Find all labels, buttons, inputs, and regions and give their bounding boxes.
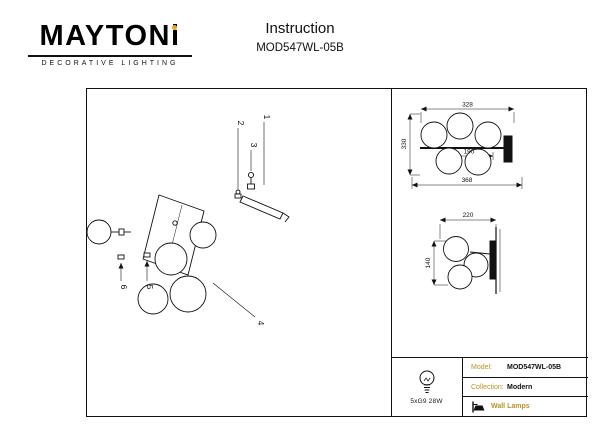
spec-rows: Model: MOD547WL-05B Collection: Modern W…	[463, 358, 588, 416]
bulb-spec: 5xG9 28W	[410, 398, 443, 405]
spec-row-model: Model: MOD547WL-05B	[463, 358, 588, 378]
logo-divider	[28, 55, 192, 57]
glass-globe	[189, 221, 217, 249]
front-view: 328 190 368 330	[401, 102, 523, 189]
callout-5: 5	[145, 285, 155, 290]
dim-front-height: 330	[401, 138, 408, 149]
bulb-cell: 5xG9 28W	[391, 358, 463, 416]
panel-divider	[391, 89, 392, 416]
glass-globe	[169, 275, 207, 313]
wall-plate-side	[489, 240, 497, 280]
dim-side-height: 140	[425, 257, 432, 268]
glass-globe	[154, 242, 188, 276]
brand-name-main: MAYTON	[39, 20, 171, 52]
spec-table: 5xG9 28W Model: MOD547WL-05B Collection:…	[391, 357, 588, 416]
spec-row-collection: Collection: Modern	[463, 378, 588, 398]
callout-3: 3	[249, 143, 259, 148]
brand-tagline: DECORATIVE LIGHTING	[41, 60, 179, 67]
category-label: Wall Lamps	[491, 403, 530, 411]
doc-header: Instruction MOD547WL-05B	[150, 20, 450, 54]
glass-globe	[137, 283, 169, 315]
wall-bracket	[503, 135, 513, 163]
spec-row-category: Wall Lamps	[463, 397, 588, 416]
callout-leaders	[118, 122, 265, 318]
dim-front-top: 328	[462, 102, 473, 109]
dim-front-mid: 190	[464, 149, 475, 156]
model-value: MOD547WL-05B	[507, 363, 562, 371]
dim-side-depth: 220	[463, 212, 474, 219]
callout-2: 2	[236, 121, 246, 126]
brand-name: MAYTONi	[28, 22, 192, 51]
assembly-diagram: 1 2 3 4 5 6	[87, 115, 290, 326]
glass-globe	[87, 219, 112, 245]
side-view: 220 140	[425, 212, 501, 294]
callout-6: 6	[119, 285, 129, 290]
content-frame: 1 2 3 4 5 6	[86, 88, 588, 417]
callout-1: 1	[262, 115, 272, 120]
lamp-parts	[87, 171, 290, 315]
arm-rod	[239, 195, 284, 220]
callout-4: 4	[256, 321, 266, 326]
collection-label: Collection:	[471, 383, 504, 391]
callout-numbers: 1 2 3 4 5 6	[119, 115, 272, 326]
doc-title: Instruction	[265, 20, 335, 37]
dimension-drawings: 328 190 368 330	[401, 102, 523, 294]
brand-name-i: i	[170, 20, 181, 52]
dim-front-bottom: 368	[462, 177, 473, 184]
bulb-icon	[419, 370, 434, 393]
doc-model-number: MOD547WL-05B	[256, 42, 344, 54]
maytoni-logo: MAYTONi DECORATIVE LIGHTING	[28, 22, 192, 67]
model-label: Model:	[471, 363, 493, 371]
wall-lamp-icon	[472, 401, 485, 413]
collection-value: Modern	[507, 383, 533, 391]
